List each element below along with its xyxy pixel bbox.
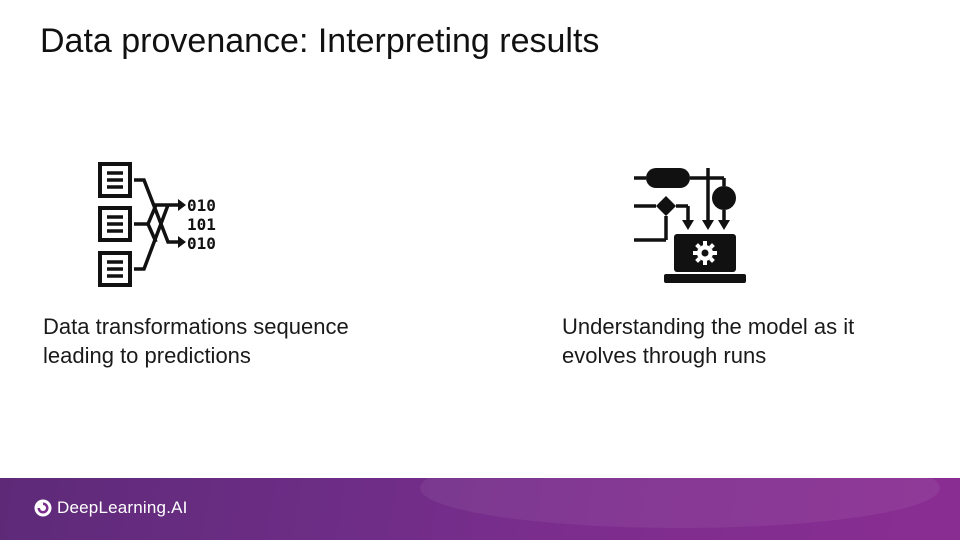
left-caption: Data transformations sequence leading to… [43, 312, 423, 370]
binary-row-3: 010 [187, 234, 216, 253]
binary-row-1: 010 [187, 196, 216, 215]
binary-row-2: 101 [187, 215, 216, 234]
footer-decoration [420, 448, 940, 528]
right-caption-line-1: Understanding the model as it [562, 314, 855, 339]
right-caption-line-2: evolves through runs [562, 343, 767, 368]
deeplearning-logo-icon [34, 499, 52, 517]
left-caption-line-1: Data transformations sequence [43, 314, 349, 339]
right-caption: Understanding the model as it evolves th… [562, 312, 942, 370]
footer-bar: DeepLearning.AI [0, 448, 960, 540]
left-caption-line-2: leading to predictions [43, 343, 251, 368]
documents-to-binary-icon: 010 101 010 [98, 162, 216, 287]
slide-title: Data provenance: Interpreting results [40, 22, 600, 60]
flowchart-laptop-gear-icon [634, 168, 746, 283]
brand-logo: DeepLearning.AI [34, 498, 188, 518]
brand-name: DeepLearning.AI [57, 498, 188, 517]
